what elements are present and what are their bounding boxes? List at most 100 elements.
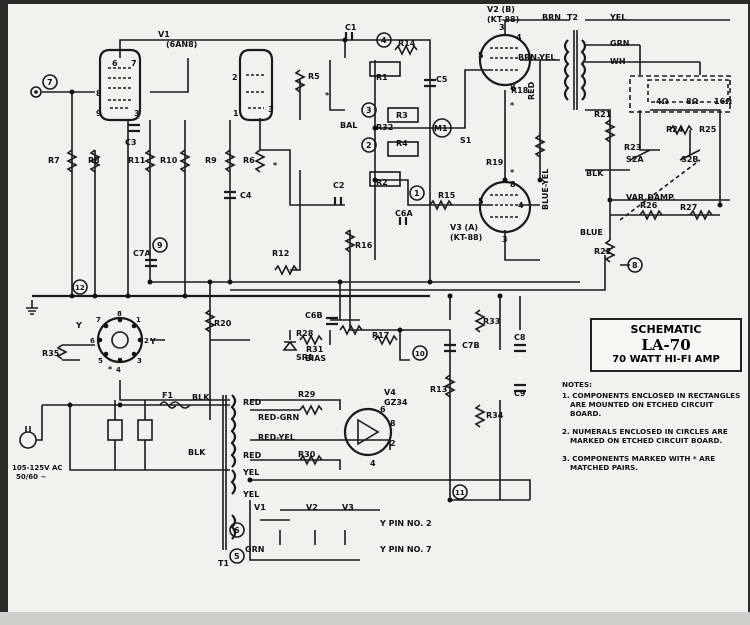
svg-text:8: 8	[390, 419, 396, 428]
notes-heading: NOTES:	[562, 380, 592, 389]
power-plug: 105-125V AC 50/60 ~	[12, 401, 177, 481]
y-pin-7: Y PIN NO. 7	[379, 545, 432, 554]
svg-text:6: 6	[90, 337, 95, 345]
svg-text:1: 1	[233, 109, 239, 118]
label-s2a: S2A	[626, 155, 644, 164]
svg-text:4: 4	[370, 459, 376, 468]
node-8: 8	[632, 261, 638, 270]
schematic-sheet	[8, 4, 748, 614]
svg-text:*: *	[325, 91, 330, 100]
label-r7: R7	[48, 156, 60, 165]
notes-block: NOTES: 1. COMPONENTS ENCLOSED IN RECTANG…	[562, 380, 746, 481]
scan-bottom-strip	[0, 612, 750, 625]
v4-name: V4	[384, 388, 396, 397]
node-12: 12	[75, 284, 85, 292]
label-r23: R23	[624, 143, 641, 152]
title-box: SCHEMATIC LA-70 70 WATT HI-FI AMP	[590, 318, 742, 372]
label-r4: R4	[396, 139, 408, 148]
svg-text:4: 4	[516, 33, 522, 42]
label-r1: R1	[376, 73, 388, 82]
heater-v2: V2	[306, 503, 318, 512]
label-r31: R31	[306, 345, 324, 354]
title-model: LA-70	[641, 336, 691, 354]
svg-text:8: 8	[510, 180, 516, 189]
label-c2: C2	[333, 181, 344, 190]
svg-text:6: 6	[380, 405, 386, 414]
label-r25: R25	[699, 125, 717, 134]
output-transformer-t2: T2	[563, 13, 587, 110]
y-pin-2: Y PIN NO. 2	[379, 519, 432, 528]
wire-brn: BRN	[542, 13, 561, 22]
svg-text:7: 7	[131, 59, 137, 68]
svg-text:9: 9	[96, 109, 102, 118]
heater-v1: V1	[254, 503, 266, 512]
label-f1: F1	[162, 391, 173, 400]
label-bias: BIAS	[305, 354, 326, 363]
label-s2b: S2B	[681, 155, 698, 164]
label-r33: R33	[483, 317, 500, 326]
svg-text:Y: Y	[149, 337, 156, 346]
label-r6b: R6	[243, 156, 255, 165]
svg-text:3: 3	[137, 357, 142, 365]
label-s1: S1	[460, 136, 472, 145]
label-c7a: C7A	[133, 249, 151, 258]
note-2: 2. NUMERALS ENCLOSED IN CIRCLES ARE MARK…	[562, 427, 728, 445]
circled-numbers: 7 12 9 4 3 2 1 5 8 10 11 6	[42, 32, 643, 564]
svg-text:2: 2	[144, 337, 149, 345]
svg-text:3: 3	[268, 105, 274, 114]
label-r27: R27	[680, 203, 697, 212]
tap-4: 4Ω	[656, 97, 669, 106]
svg-text:8: 8	[96, 89, 102, 98]
label-bal: BAL	[340, 121, 357, 130]
svg-text:5: 5	[478, 51, 484, 60]
junction-dots	[67, 37, 723, 503]
label-r19: R19	[486, 158, 504, 167]
svg-text:7: 7	[96, 316, 101, 324]
label-r9: R9	[205, 156, 217, 165]
svg-text:8: 8	[510, 83, 516, 92]
label-r17: R17	[372, 331, 389, 340]
svg-text:4: 4	[116, 366, 121, 374]
tube-v4: 68 24 V4 GZ34	[343, 388, 408, 468]
wire-yel3: YEL	[242, 490, 259, 499]
note-3: 3. COMPONENTS MARKED WITH * ARE MATCHED …	[562, 454, 716, 472]
label-c4: C4	[240, 191, 252, 200]
heater-v3: V3	[342, 503, 354, 512]
wire-red-yel: RED-YEL	[258, 433, 295, 442]
label-r22: R22	[594, 247, 611, 256]
component-labels: C1 C2 C3 C4 C5 C6A C6B C7A C7B C8 C9 R1 …	[42, 23, 717, 459]
label-r3: R3	[396, 111, 408, 120]
label-c9: C9	[514, 389, 526, 398]
label-r24: R24	[666, 125, 684, 134]
wire-blk-f1: BLK	[192, 393, 210, 402]
label-r28: R28	[296, 329, 314, 338]
svg-text:6: 6	[112, 59, 118, 68]
wire-blue: BLUE	[580, 228, 603, 237]
tap-16: 16Ω	[714, 97, 732, 106]
label-m1: M1	[434, 124, 448, 133]
label-c1: C1	[345, 23, 357, 32]
label-c7b: C7B	[462, 341, 480, 350]
svg-text:4: 4	[518, 201, 524, 210]
v2-name: V2 (B)	[487, 5, 515, 14]
wire-grn: GRN	[610, 39, 629, 48]
octal-socket: 81 23 76 54 YY	[75, 310, 156, 374]
wire-red-vert: RED	[527, 81, 536, 100]
label-r35: R35	[42, 349, 60, 358]
svg-text:*: *	[273, 161, 278, 170]
wire-blue-yel: BLUE-YEL	[541, 169, 550, 210]
v1-type: (6AN8)	[166, 40, 197, 49]
node-4: 4	[381, 36, 387, 45]
wire-red2: RED	[243, 451, 262, 460]
speaker-tap-box: 4Ω 8Ω 16Ω	[629, 75, 732, 113]
label-c6a: C6A	[395, 209, 413, 218]
label-r10: R10	[160, 156, 178, 165]
node-9: 9	[157, 241, 163, 250]
label-r5: R5	[308, 72, 320, 81]
label-r11: R11	[128, 156, 146, 165]
label-r14: R14	[398, 39, 416, 48]
label-c8: C8	[514, 333, 526, 342]
wire-wh: WH	[610, 57, 626, 66]
